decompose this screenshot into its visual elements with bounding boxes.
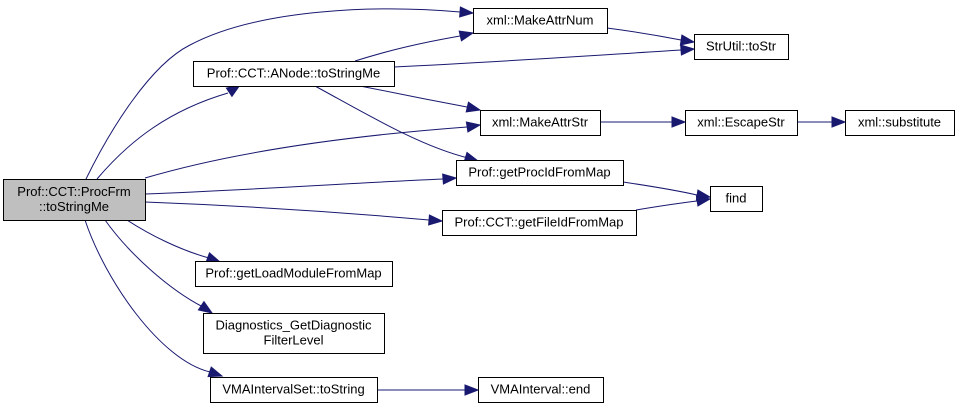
node-getloadmodule[interactable]: Prof::getLoadModuleFromMap <box>195 261 393 287</box>
node-makeattrnum[interactable]: xml::MakeAttrNum <box>473 8 608 34</box>
node-vmaend[interactable]: VMAInterval::end <box>478 377 604 403</box>
node-box[interactable] <box>195 261 393 287</box>
node-box[interactable] <box>210 377 378 403</box>
node-label: VMAInterval::end <box>491 382 591 397</box>
edge-line <box>96 92 229 180</box>
arrowhead-icon <box>695 195 712 207</box>
edge-line <box>104 219 204 308</box>
edge-root-to-makeattrstr <box>144 121 482 179</box>
edge-root-to-vmaset <box>84 219 224 378</box>
arrowhead-icon <box>679 34 696 46</box>
node-label: VMAIntervalSet::toString <box>222 382 364 397</box>
node-label: Prof::getLoadModuleFromMap <box>205 266 381 281</box>
node-box[interactable] <box>685 110 798 136</box>
node-tostr[interactable]: StrUtil::toStr <box>694 34 789 60</box>
node-label: Prof::CCT::ANode::toStringMe <box>207 66 380 81</box>
edge-anode-to-makeattrnum <box>354 30 475 62</box>
arrowhead-icon <box>459 6 475 18</box>
edge-makeattrstr-to-escapestr <box>600 116 687 128</box>
node-label: Prof::CCT::ProcFrm <box>17 184 130 199</box>
arrowhead-icon <box>205 252 222 263</box>
node-label: Diagnostics_GetDiagnostic <box>215 318 372 333</box>
edge-anode-to-tostr <box>393 44 696 68</box>
arrowhead-icon <box>680 44 696 56</box>
edge-root-to-getprocid <box>144 173 458 195</box>
node-box[interactable] <box>480 110 601 136</box>
edge-root-to-makeattrnum <box>85 6 475 180</box>
edge-anode-to-getprocid <box>314 85 480 163</box>
node-label: ::toStringMe <box>39 199 109 214</box>
edge-root-to-diagnostics <box>104 219 214 314</box>
arrowhead-icon <box>458 30 475 42</box>
node-anode[interactable]: Prof::CCT::ANode::toStringMe <box>193 61 395 87</box>
edge-line <box>314 85 469 159</box>
node-box[interactable] <box>193 61 395 87</box>
edge-line <box>622 181 698 196</box>
node-label: xml::MakeAttrStr <box>492 115 589 130</box>
arrowhead-icon <box>207 366 224 378</box>
node-getfileid[interactable]: Prof::CCT::getFileIdFromMap <box>442 210 637 236</box>
edge-line <box>144 201 430 221</box>
edge-line <box>144 126 468 179</box>
node-box[interactable] <box>694 34 789 60</box>
arrowhead-icon <box>464 384 480 396</box>
edge-root-to-anode <box>96 84 242 180</box>
edge-getfileid-to-find <box>635 195 712 211</box>
node-box[interactable] <box>3 179 146 221</box>
arrowhead-icon <box>671 116 687 128</box>
edge-line <box>606 27 682 41</box>
node-root[interactable]: Prof::CCT::ProcFrm::toStringMe <box>3 179 146 221</box>
node-label: Prof::getProcIdFromMap <box>468 165 610 180</box>
node-label: find <box>726 191 747 206</box>
node-box[interactable] <box>442 210 637 236</box>
edge-root-to-getloadmodule <box>126 219 222 263</box>
edge-line <box>144 178 444 195</box>
arrowhead-icon <box>197 300 214 314</box>
node-label: xml::MakeAttrNum <box>487 13 594 28</box>
arrowhead-icon <box>831 116 847 128</box>
arrowhead-icon <box>465 101 482 113</box>
arrowhead-icon <box>442 173 458 185</box>
edge-root-to-getfileid <box>144 201 444 226</box>
node-label: xml::EscapeStr <box>697 115 785 130</box>
node-escapestr[interactable]: xml::EscapeStr <box>685 110 798 136</box>
node-box[interactable] <box>456 160 624 186</box>
edge-makeattrnum-to-tostr <box>606 27 696 46</box>
node-box[interactable] <box>473 8 608 34</box>
node-substitute[interactable]: xml::substitute <box>845 110 955 136</box>
edge-line <box>635 200 698 211</box>
edge-line <box>354 35 461 62</box>
edge-escapestr-to-substitute <box>797 116 847 128</box>
edge-line <box>85 8 461 180</box>
node-box[interactable] <box>203 313 385 354</box>
edge-line <box>359 85 468 108</box>
node-label: Prof::CCT::getFileIdFromMap <box>454 215 623 230</box>
node-label: FilterLevel <box>264 333 324 348</box>
node-label: StrUtil::toStr <box>706 39 777 54</box>
node-box[interactable] <box>845 110 955 136</box>
node-box[interactable] <box>478 377 604 403</box>
edge-line <box>126 219 210 259</box>
edge-line <box>393 49 682 68</box>
node-makeattrstr[interactable]: xml::MakeAttrStr <box>480 110 601 136</box>
arrowhead-icon <box>465 121 482 133</box>
edge-vmaset-to-vmaend <box>377 384 480 396</box>
arrowhead-icon <box>428 214 444 226</box>
node-getprocid[interactable]: Prof::getProcIdFromMap <box>456 160 624 186</box>
node-vmaset[interactable]: VMAIntervalSet::toString <box>210 377 378 403</box>
edge-anode-to-makeattrstr <box>359 85 482 113</box>
node-find[interactable]: find <box>710 186 763 212</box>
edge-line <box>84 219 211 373</box>
node-label: xml::substitute <box>858 115 941 130</box>
node-box[interactable] <box>710 186 763 212</box>
